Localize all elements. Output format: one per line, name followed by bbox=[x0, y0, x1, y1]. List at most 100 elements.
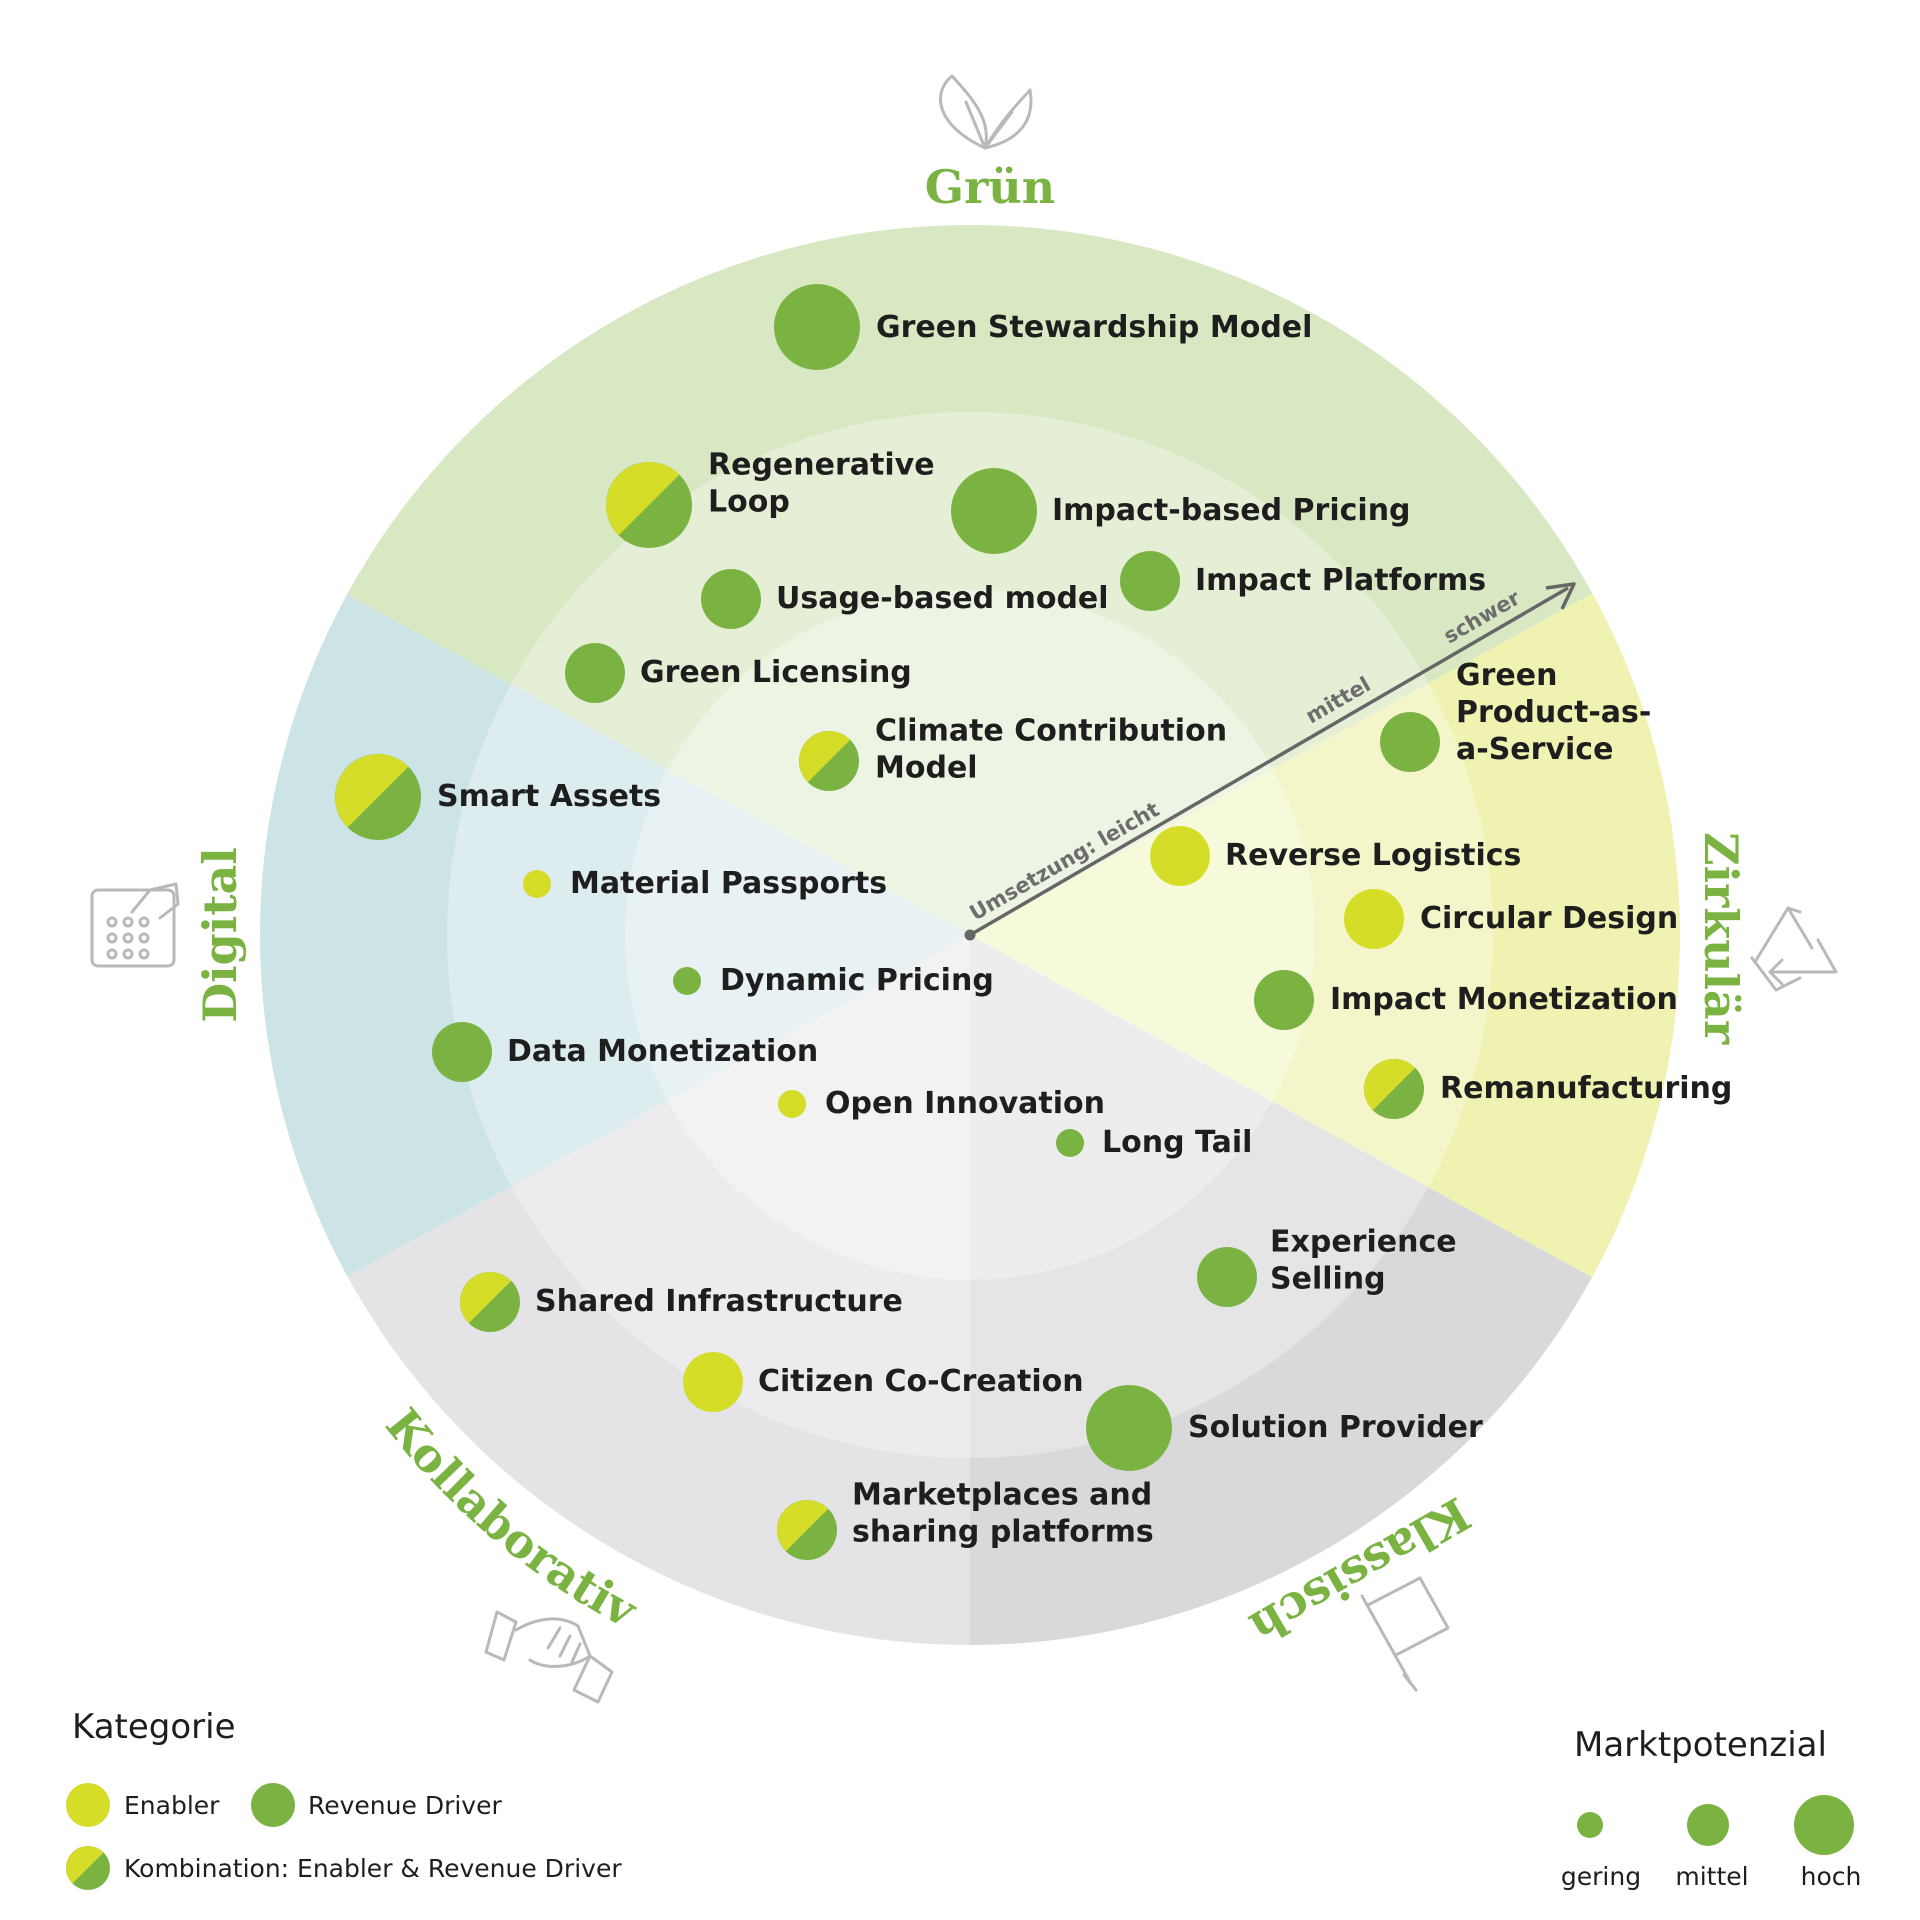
legend-gering-label: gering bbox=[1561, 1862, 1641, 1891]
item-marker bbox=[606, 462, 692, 548]
item-label-line: Experience bbox=[1270, 1225, 1457, 1260]
legend-combination-dot bbox=[66, 1846, 110, 1890]
item-label-line: Impact Platforms bbox=[1195, 563, 1486, 598]
item-label-line: Impact Monetization bbox=[1330, 982, 1678, 1017]
item-marker bbox=[701, 569, 761, 629]
item-label: Material Passports bbox=[570, 866, 887, 901]
item-label-line: Solution Provider bbox=[1188, 1410, 1483, 1445]
business-model-item: Reverse Logistics bbox=[1150, 826, 1521, 886]
business-model-item: Usage-based model bbox=[701, 569, 1109, 629]
legend-category: Kategorie Enabler Revenue Driver Kombina… bbox=[66, 1707, 622, 1890]
legend-enabler-label: Enabler bbox=[124, 1791, 220, 1820]
item-marker bbox=[799, 731, 859, 791]
legend-potential: Marktpotenzial gering mittel hoch bbox=[1561, 1725, 1861, 1891]
item-marker-enabler-half bbox=[606, 462, 680, 536]
item-marker bbox=[951, 468, 1037, 554]
item-label: Green Stewardship Model bbox=[876, 310, 1312, 345]
business-model-item: Long Tail bbox=[1056, 1125, 1252, 1160]
item-label: Smart Assets bbox=[437, 779, 661, 814]
category-title-zirkulaer: Zirkulär bbox=[1694, 832, 1748, 1045]
legend-hoch-label: hoch bbox=[1801, 1862, 1862, 1891]
item-label-line: Loop bbox=[708, 485, 790, 520]
item-marker-enabler-half bbox=[460, 1272, 512, 1324]
legend-combination-label: Kombination: Enabler & Revenue Driver bbox=[124, 1854, 622, 1883]
item-label-line: Open Innovation bbox=[825, 1086, 1105, 1121]
business-model-item: Impact Monetization bbox=[1254, 970, 1678, 1030]
business-model-item: Citizen Co-Creation bbox=[683, 1352, 1084, 1412]
item-marker bbox=[1086, 1385, 1172, 1471]
axis-origin-dot bbox=[964, 929, 976, 941]
item-label-line: Long Tail bbox=[1102, 1125, 1252, 1160]
business-model-item: Green Licensing bbox=[565, 643, 912, 703]
business-model-item: Open Innovation bbox=[778, 1086, 1105, 1121]
item-marker bbox=[683, 1352, 743, 1412]
business-model-item: Circular Design bbox=[1344, 889, 1678, 949]
business-model-item: Shared Infrastructure bbox=[460, 1272, 903, 1332]
item-label-line: Marketplaces and bbox=[852, 1478, 1152, 1513]
item-label-line: Shared Infrastructure bbox=[535, 1284, 903, 1319]
item-marker bbox=[1197, 1247, 1257, 1307]
item-marker-enabler-half bbox=[335, 754, 409, 828]
item-label: Long Tail bbox=[1102, 1125, 1252, 1160]
business-model-item: Data Monetization bbox=[432, 1022, 818, 1082]
item-marker bbox=[1254, 970, 1314, 1030]
handshake-icon bbox=[484, 1610, 614, 1704]
item-label-line: Data Monetization bbox=[507, 1034, 818, 1069]
business-model-item: Smart Assets bbox=[335, 754, 661, 840]
business-model-item: Material Passports bbox=[523, 866, 887, 901]
item-label: Dynamic Pricing bbox=[720, 963, 994, 998]
item-label: Impact Monetization bbox=[1330, 982, 1678, 1017]
legend-swatch-revenue bbox=[251, 1783, 295, 1827]
item-label: Remanufacturing bbox=[1440, 1071, 1732, 1106]
item-label-line: sharing platforms bbox=[852, 1515, 1154, 1550]
item-marker bbox=[565, 643, 625, 703]
item-label-line: Usage-based model bbox=[776, 581, 1109, 616]
legend-revenue-dot bbox=[251, 1783, 295, 1827]
item-marker bbox=[774, 284, 860, 370]
item-label-line: Green bbox=[1456, 658, 1557, 693]
item-label-line: Remanufacturing bbox=[1440, 1071, 1732, 1106]
item-marker bbox=[1344, 889, 1404, 949]
business-model-item: Green Stewardship Model bbox=[774, 284, 1312, 370]
item-label-line: Model bbox=[875, 751, 978, 786]
legend-potential-title: Marktpotenzial bbox=[1574, 1725, 1827, 1765]
item-label: Impact-based Pricing bbox=[1052, 493, 1411, 528]
item-label: Green Licensing bbox=[640, 655, 912, 690]
item-label: Citizen Co-Creation bbox=[758, 1364, 1084, 1399]
legend-size-gering bbox=[1577, 1812, 1603, 1838]
item-label: Data Monetization bbox=[507, 1034, 818, 1069]
business-model-item: Dynamic Pricing bbox=[673, 963, 994, 998]
legend-category-title: Kategorie bbox=[72, 1707, 236, 1747]
business-model-item: Solution Provider bbox=[1086, 1385, 1483, 1471]
item-marker bbox=[778, 1090, 806, 1118]
item-label: Usage-based model bbox=[776, 581, 1109, 616]
item-label: Circular Design bbox=[1420, 901, 1678, 936]
category-title-gruen: Grün bbox=[925, 160, 1055, 214]
item-label: Open Innovation bbox=[825, 1086, 1105, 1121]
item-label-line: Product-as- bbox=[1456, 695, 1651, 730]
item-label-line: Circular Design bbox=[1420, 901, 1678, 936]
legend-enabler-dot bbox=[66, 1783, 110, 1827]
leaf-icon bbox=[938, 74, 1033, 150]
axis-arrow-line bbox=[969, 586, 1569, 937]
item-marker-enabler-half bbox=[777, 1500, 829, 1552]
item-label-line: Dynamic Pricing bbox=[720, 963, 994, 998]
item-label-line: Reverse Logistics bbox=[1225, 838, 1521, 873]
item-marker bbox=[673, 967, 701, 995]
item-marker bbox=[1120, 551, 1180, 611]
item-marker bbox=[777, 1500, 837, 1560]
business-model-item: Impact-based Pricing bbox=[951, 468, 1411, 554]
item-marker bbox=[460, 1272, 520, 1332]
item-label-line: a-Service bbox=[1456, 732, 1613, 767]
item-marker bbox=[1364, 1059, 1424, 1119]
